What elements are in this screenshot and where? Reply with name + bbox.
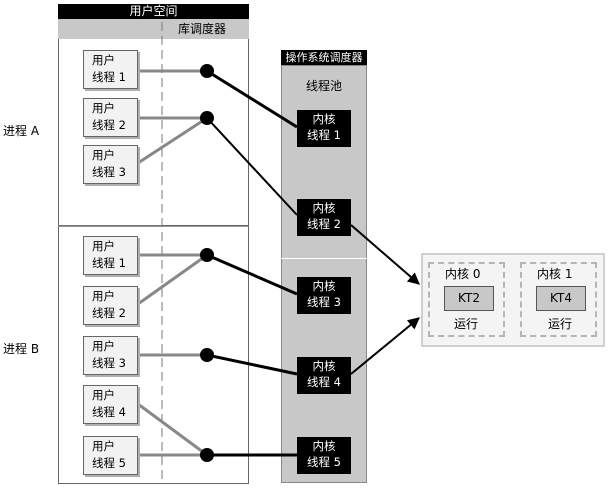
kernel-thread-line1: 内核 — [312, 439, 336, 453]
scheduler-node — [200, 64, 214, 78]
user-thread-line1: 用户 — [92, 289, 115, 303]
user-thread-line2: 线程 2 — [92, 306, 126, 320]
user-thread-line1: 用户 — [92, 239, 115, 253]
user-thread-a2: 用户 线程 2 — [83, 98, 138, 137]
user-thread-line1: 用户 — [92, 339, 115, 353]
scheduler-node — [200, 448, 214, 462]
user-thread-line1: 用户 — [92, 439, 115, 453]
library-scheduler-label: 库调度器 — [178, 22, 227, 36]
kernel-thread-line1: 内核 — [312, 279, 336, 293]
core-1-box — [520, 262, 597, 337]
user-thread-line2: 线程 1 — [92, 256, 126, 270]
kernel-thread-line1: 内核 — [312, 359, 336, 373]
link-n4-kt4 — [206, 353, 298, 376]
kernel-thread-line2: 线程 3 — [307, 295, 341, 309]
user-thread-line2: 线程 4 — [92, 405, 126, 419]
scheduler-node — [200, 248, 214, 262]
user-thread-b4: 用户 线程 4 — [83, 385, 138, 424]
user-thread-b3: 用户 线程 3 — [83, 336, 138, 375]
arrow-kt4-cpu — [350, 317, 420, 375]
os-scheduler-title: 操作系统调度器 — [281, 50, 367, 65]
user-thread-b2: 用户 线程 2 — [83, 286, 138, 325]
pool-divider — [281, 258, 367, 259]
kernel-thread-line2: 线程 5 — [307, 455, 341, 469]
core-0-status: 运行 — [454, 317, 479, 331]
user-space-title: 用户空间 — [58, 4, 249, 19]
process-b-label: 进程 B — [3, 342, 40, 356]
user-thread-line1: 用户 — [92, 388, 115, 402]
link-ub2-node — [137, 253, 208, 306]
kernel-thread-line1: 内核 — [312, 112, 336, 126]
core-1-chip: KT4 — [536, 286, 586, 311]
arrow-kt2-cpu — [350, 224, 420, 285]
user-thread-line1: 用户 — [92, 53, 115, 67]
kernel-thread-4: 内核 线程 4 — [297, 357, 351, 394]
kernel-thread-line2: 线程 2 — [307, 217, 341, 231]
user-thread-line2: 线程 2 — [92, 118, 126, 132]
user-thread-line1: 用户 — [92, 101, 115, 115]
core-0-chip: KT2 — [444, 286, 494, 311]
user-thread-line2: 线程 1 — [92, 70, 126, 84]
user-thread-line2: 线程 3 — [92, 356, 126, 370]
link-ua3-node — [137, 116, 208, 165]
kernel-thread-line2: 线程 4 — [307, 375, 341, 389]
kernel-thread-2: 内核 线程 2 — [297, 199, 351, 236]
kernel-thread-3: 内核 线程 3 — [297, 277, 351, 314]
scheduler-node — [200, 348, 214, 362]
user-thread-a1: 用户 线程 1 — [83, 50, 138, 89]
kernel-thread-5: 内核 线程 5 — [297, 437, 351, 474]
link-n1-kt1 — [206, 69, 298, 129]
link-n2-kt2 — [206, 117, 298, 216]
user-thread-a3: 用户 线程 3 — [83, 145, 138, 184]
core-0-label: 内核 0 — [445, 267, 481, 281]
scheduler-header-bar — [58, 19, 249, 39]
core-1-label: 内核 1 — [537, 267, 573, 281]
thread-pool-label: 线程池 — [305, 79, 342, 93]
core-0-box — [428, 262, 505, 337]
core-1-status: 运行 — [548, 317, 573, 331]
kernel-thread-line2: 线程 1 — [307, 128, 341, 142]
process-a-label: 进程 A — [3, 124, 40, 138]
link-n3-kt3 — [206, 253, 298, 296]
user-thread-line1: 用户 — [92, 148, 115, 162]
scheduler-node — [200, 111, 214, 125]
user-thread-b5: 用户 线程 5 — [83, 436, 138, 475]
kernel-thread-1: 内核 线程 1 — [297, 110, 351, 147]
user-thread-line2: 线程 5 — [92, 456, 126, 470]
user-thread-line2: 线程 3 — [92, 165, 126, 179]
user-thread-b1: 用户 线程 1 — [83, 236, 138, 275]
link-ub4-node — [137, 402, 208, 457]
kernel-thread-line1: 内核 — [312, 201, 336, 215]
